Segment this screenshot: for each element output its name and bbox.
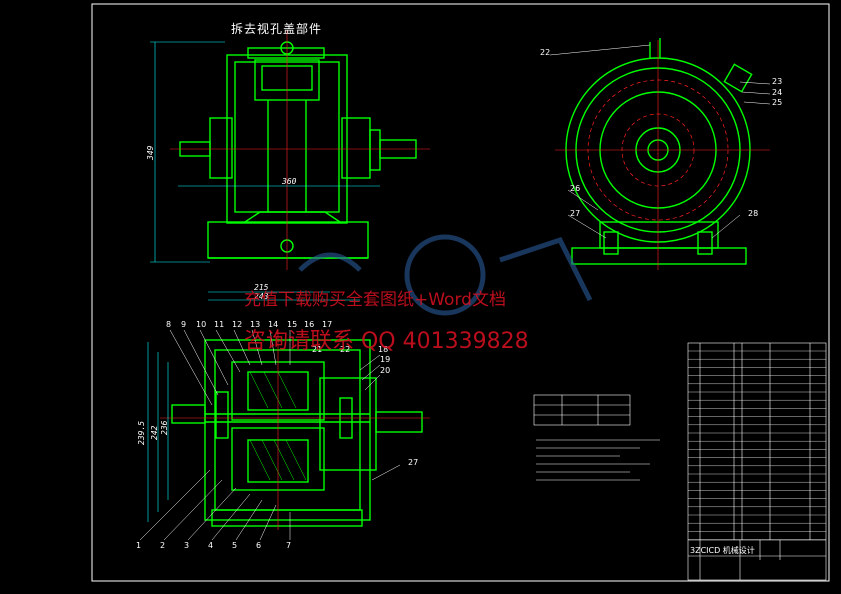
part-label: 7 (286, 541, 292, 550)
front-view (179, 41, 417, 259)
dim-height-top: 349 (146, 145, 155, 160)
parts-list-rows (688, 350, 826, 540)
part-label: 8 (166, 320, 172, 329)
front-view-centerlines (170, 30, 430, 270)
title-block (688, 539, 826, 580)
section-view-hatch (249, 371, 307, 481)
part-label: 14 (268, 320, 279, 329)
watermark-line-1: 充值下载购买全套图纸+Word文档 (244, 290, 506, 310)
part-label: 24 (772, 88, 783, 97)
part-label: 22 (540, 48, 551, 57)
section-view-centerlines (160, 330, 430, 530)
part-label: 5 (232, 541, 238, 550)
part-label: 15 (287, 320, 298, 329)
part-label: 6 (256, 541, 262, 550)
part-label: 19 (380, 355, 391, 364)
watermark-logo (298, 234, 593, 316)
part-label: 21 (312, 345, 323, 354)
part-label: 27 (408, 458, 419, 467)
part-label: 25 (772, 98, 783, 107)
tech-notes (536, 439, 660, 481)
dim-width-base2: 243 (254, 292, 269, 301)
side-view-centerlines (555, 40, 770, 270)
spec-table (533, 394, 631, 426)
dim-width-inner: 360 (282, 177, 297, 186)
part-label: 11 (214, 320, 225, 329)
dim-left-1: 239.5 (137, 420, 146, 445)
part-label: 26 (570, 184, 581, 193)
side-view-leaders (549, 44, 771, 239)
section-view-dimensions (147, 342, 169, 522)
watermark-line-2: 咨询请联系 QQ 401339828 (244, 329, 529, 354)
dim-width-base1: 215 (254, 283, 269, 292)
part-label: 3 (184, 541, 190, 550)
drawing-frame (91, 3, 830, 582)
part-label: 17 (322, 320, 333, 329)
part-label: 9 (181, 320, 187, 329)
title-block-name: 3ZCICD 机械设计 (690, 546, 755, 555)
part-label: 1 (136, 541, 142, 550)
view-title: 拆去视孔盖部件 (231, 22, 323, 36)
front-view-dimensions (150, 41, 380, 301)
part-label: 10 (196, 320, 207, 329)
section-view-leaders (139, 329, 401, 541)
part-label: 23 (772, 77, 783, 86)
part-label: 20 (380, 366, 391, 375)
dim-left-2: 242 (150, 425, 159, 440)
part-label: 12 (232, 320, 243, 329)
part-label: 18 (378, 345, 389, 354)
part-label: 16 (304, 320, 315, 329)
part-label: 2 (160, 541, 166, 550)
part-label: 28 (748, 209, 759, 218)
side-view (565, 38, 753, 265)
part-label: 13 (250, 320, 261, 329)
part-label: 22 (340, 345, 351, 354)
parts-list (687, 342, 827, 581)
part-label: 27 (570, 209, 581, 218)
part-label: 4 (208, 541, 214, 550)
dim-left-3: 236 (160, 420, 169, 435)
